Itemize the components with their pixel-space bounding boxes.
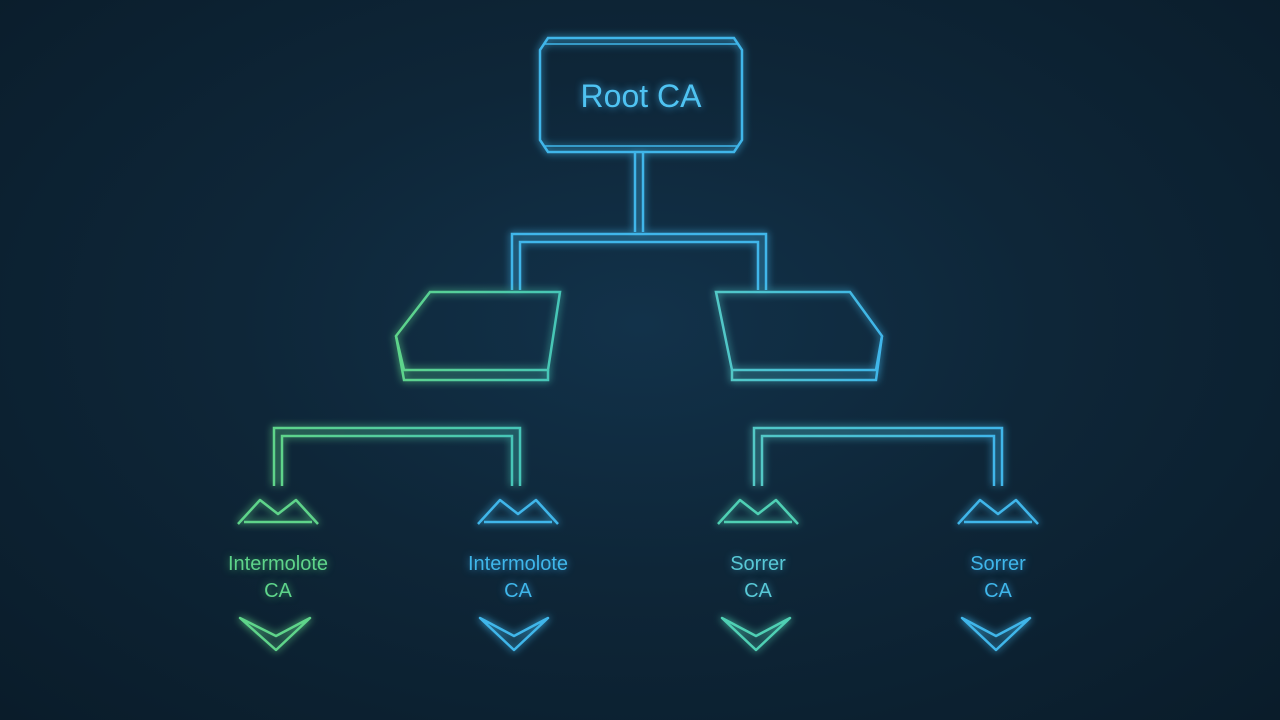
leaf-3-bottom-chevron: [720, 616, 792, 652]
leaf-1-label: Intermolote CA: [198, 551, 358, 605]
left-mid-node: [394, 290, 562, 382]
leaf-3-line1: Sorrer: [730, 553, 786, 575]
leaf-2-bottom-chevron: [478, 616, 550, 652]
leaf-4-label: Sorrer CA: [918, 551, 1078, 605]
leaf-1-top-chevron: [237, 498, 319, 525]
leaf-1-line2: CA: [264, 580, 292, 602]
leaf-4-bottom-chevron: [960, 616, 1032, 652]
left-branch-connector: [272, 382, 522, 486]
leaf-2-line1: Intermolote: [467, 553, 569, 575]
root-ca-node: [538, 36, 744, 154]
root-ca-label: Root CA: [580, 78, 702, 114]
leaf-3-top-chevron: [717, 498, 799, 525]
leaf-2-line2: CA: [504, 580, 532, 602]
leaf-3-line2: CA: [744, 580, 772, 602]
root-connector: [510, 152, 768, 290]
right-branch-connector: [752, 382, 1004, 486]
leaf-1-line1: Intermolote: [227, 553, 329, 575]
right-mid-node: [714, 290, 884, 382]
leaf-3-label: Sorrer CA: [678, 551, 838, 605]
leaf-4-top-chevron: [957, 498, 1039, 525]
leaf-2-top-chevron: [477, 498, 559, 525]
leaf-2-label: Intermolote CA: [438, 551, 598, 605]
leaf-4-line2: CA: [984, 580, 1012, 602]
leaf-4-line1: Sorrer: [970, 553, 1026, 575]
leaf-1-bottom-chevron: [238, 616, 312, 652]
